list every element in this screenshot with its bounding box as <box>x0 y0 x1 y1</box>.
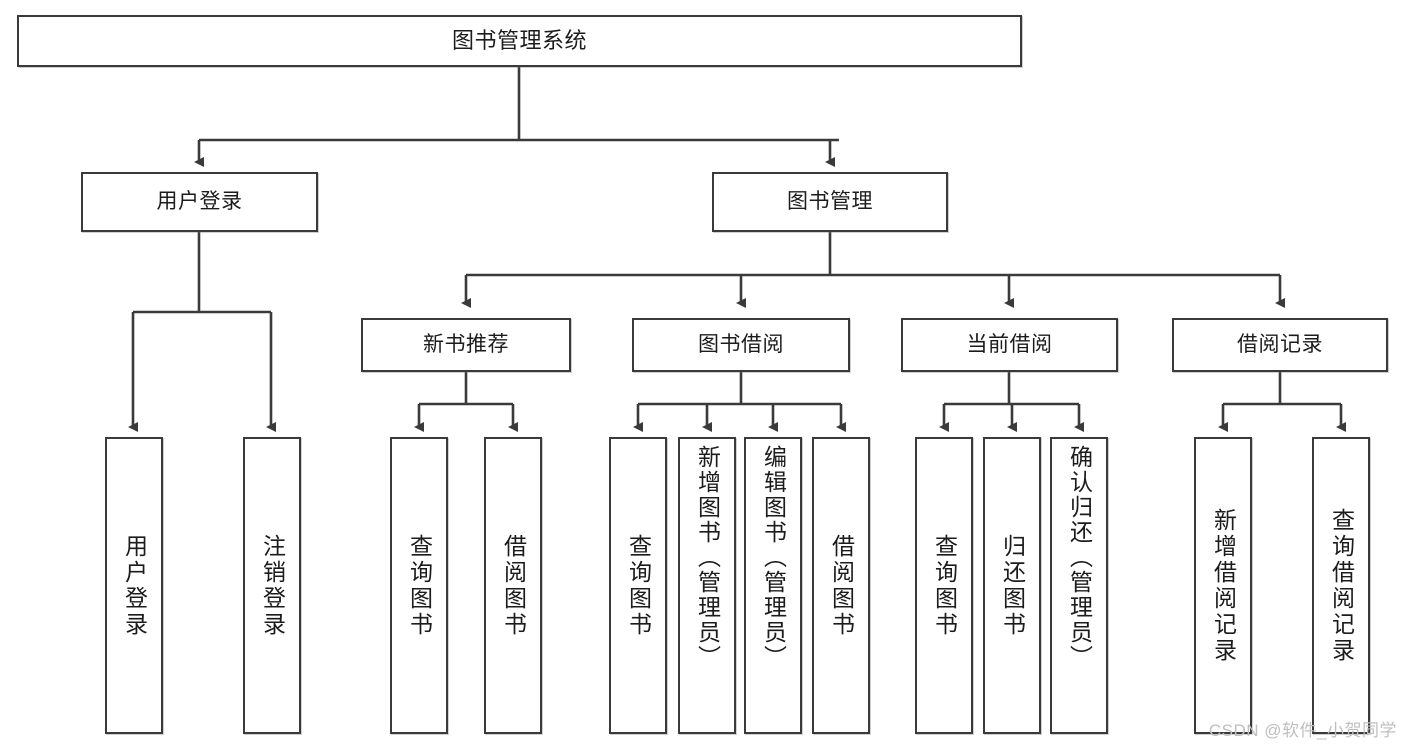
leaf-current-borrow-confirm-return-admin[interactable]: 确认归还（管理员） <box>1050 437 1108 734</box>
node-new-book-recommend[interactable]: 新书推荐 <box>361 318 571 372</box>
node-label: 借阅图书 <box>828 533 855 638</box>
leaf-book-borrow-borrow-book[interactable]: 借阅图书 <box>812 437 870 734</box>
node-label: 图书管理 <box>787 189 873 213</box>
leaf-book-borrow-edit-book-admin[interactable]: 编辑图书（管理员） <box>744 437 802 734</box>
node-user-login[interactable]: 用户登录 <box>81 172 318 232</box>
leaf-user-login-login[interactable]: 用户登录 <box>105 437 163 734</box>
watermark: CSDN @软件_小贺同学 <box>1208 721 1397 740</box>
node-label: 借阅记录 <box>1237 332 1323 356</box>
node-label: 查询图书 <box>406 533 433 638</box>
node-label: 归还图书 <box>999 533 1026 638</box>
node-label: 查询图书 <box>931 533 958 638</box>
node-label: 图书管理系统 <box>451 28 587 54</box>
node-label: 图书借阅 <box>698 332 784 356</box>
leaf-new-book-query-book[interactable]: 查询图书 <box>390 437 448 734</box>
leaf-new-book-borrow-book[interactable]: 借阅图书 <box>484 437 542 734</box>
node-label: 查询图书 <box>625 533 652 638</box>
leaf-current-borrow-return-book[interactable]: 归还图书 <box>983 437 1041 734</box>
node-borrow-record[interactable]: 借阅记录 <box>1172 318 1388 372</box>
node-label: 用户登录 <box>156 189 243 213</box>
node-root-book-management-system[interactable]: 图书管理系统 <box>17 15 1022 67</box>
node-label: 借阅图书 <box>500 533 527 638</box>
node-label: 用户登录 <box>121 533 148 638</box>
leaf-user-login-logout[interactable]: 注销登录 <box>243 437 301 734</box>
leaf-current-borrow-query-book[interactable]: 查询图书 <box>915 437 973 734</box>
node-label: 新增借阅记录 <box>1210 507 1237 664</box>
node-label: 新增图书（管理员） <box>694 445 721 670</box>
node-book-management[interactable]: 图书管理 <box>712 172 948 232</box>
leaf-book-borrow-add-book-admin[interactable]: 新增图书（管理员） <box>678 437 736 734</box>
node-label: 确认归还（管理员） <box>1066 445 1093 670</box>
leaf-borrow-record-query-record[interactable]: 查询借阅记录 <box>1312 437 1370 734</box>
node-book-borrow[interactable]: 图书借阅 <box>632 318 850 372</box>
leaf-borrow-record-add-record[interactable]: 新增借阅记录 <box>1194 437 1252 734</box>
node-label: 当前借阅 <box>966 332 1053 356</box>
node-label: 编辑图书（管理员） <box>760 445 787 670</box>
node-label: 查询借阅记录 <box>1328 507 1355 664</box>
node-current-borrow[interactable]: 当前借阅 <box>901 318 1118 372</box>
leaf-book-borrow-query-book[interactable]: 查询图书 <box>609 437 667 734</box>
node-label: 新书推荐 <box>423 332 509 356</box>
node-label: 注销登录 <box>259 533 286 638</box>
